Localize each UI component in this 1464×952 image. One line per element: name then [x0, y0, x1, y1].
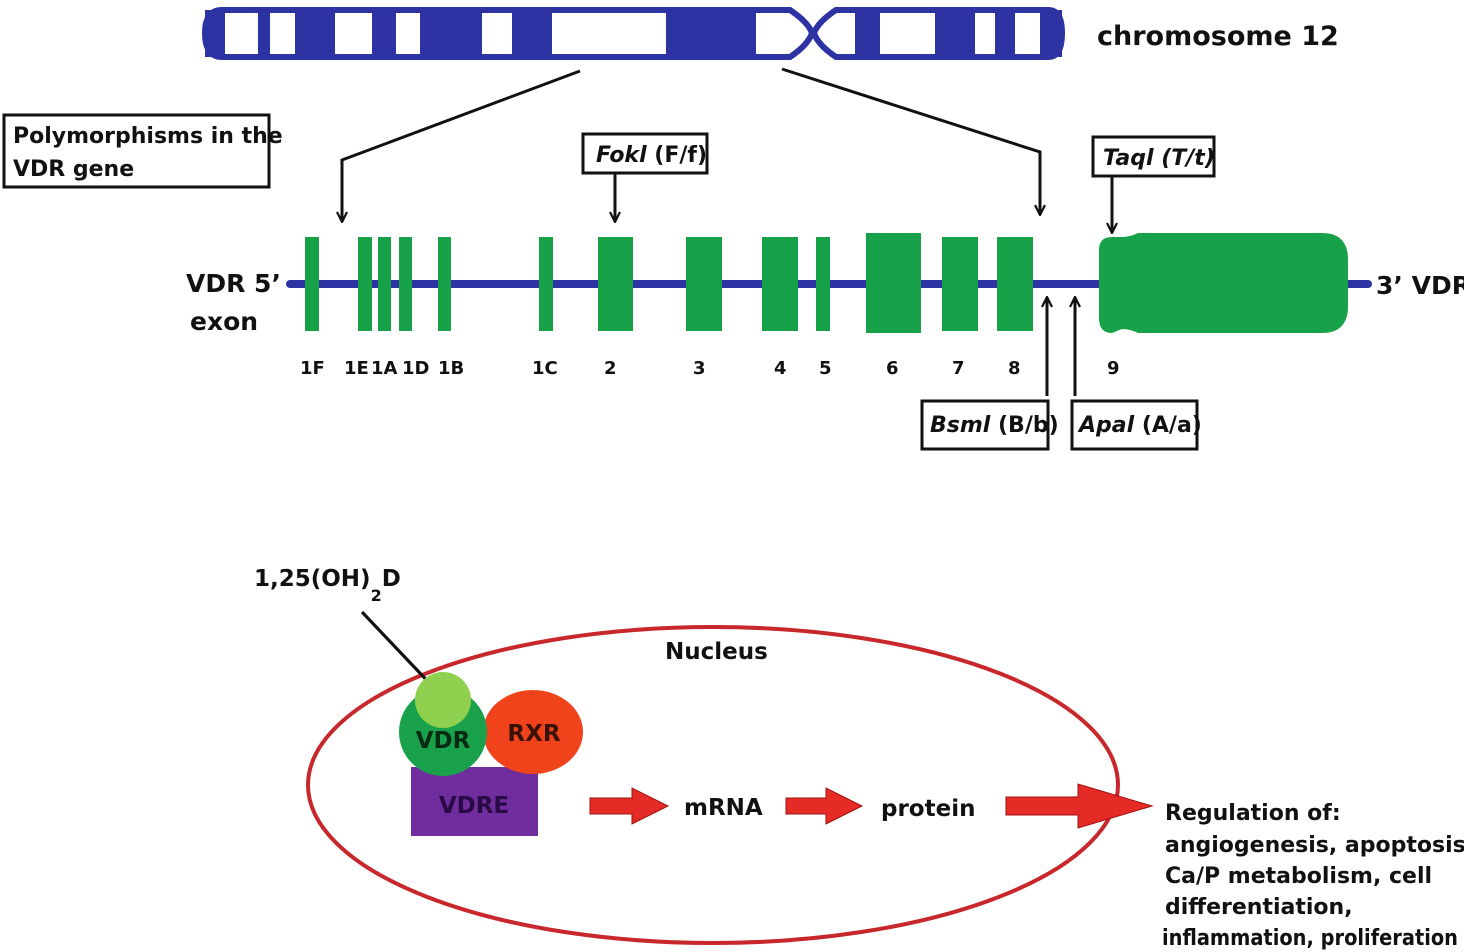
exon-label-1d: 1D — [402, 358, 429, 379]
exon-blocks — [305, 233, 1348, 333]
taql-label: Taql (T/t) — [1103, 146, 1215, 171]
exon-labels: 1F 1E 1A 1D 1B 1C 2 3 4 5 6 7 8 9 — [300, 358, 1120, 379]
taql-callout: Taql (T/t) — [1091, 135, 1216, 233]
nucleus-outline — [306, 625, 1120, 945]
exon-label-7: 7 — [952, 358, 965, 379]
exon-7-block — [942, 237, 978, 331]
exon-label-1b: 1B — [438, 358, 464, 379]
mrna-label: mRNA — [684, 795, 763, 821]
exon-1c-block — [539, 237, 553, 331]
polymorphisms-box-line1: Polymorphisms in the — [13, 124, 283, 149]
exon-label-8: 8 — [1008, 358, 1021, 379]
arrow-to-mrna — [589, 787, 670, 825]
exon-1a-block — [378, 237, 391, 331]
exon-1b-block — [438, 237, 451, 331]
regulation-line-2: angiogenesis, apoptosis, — [1165, 833, 1464, 858]
exon-6-block — [866, 233, 921, 333]
exon-label-5: 5 — [819, 358, 832, 379]
exon-4-block — [762, 237, 798, 331]
exon-1f-block — [305, 237, 319, 331]
taql-box — [1091, 135, 1216, 178]
exon-label-1e: 1E — [344, 358, 369, 379]
polymorphisms-box-frame — [2, 113, 271, 189]
exon-label-1f: 1F — [300, 358, 325, 379]
vdre-box — [411, 767, 538, 836]
exon-label-9: 9 — [1107, 358, 1120, 379]
apal-box — [1070, 399, 1199, 451]
exon-3-block — [686, 237, 722, 331]
rxr-node — [483, 690, 583, 774]
chromosome-bands — [205, 10, 1062, 57]
exon-label-1a: 1A — [371, 358, 398, 379]
exon-label-3: 3 — [693, 358, 706, 379]
bsml-box — [920, 399, 1050, 451]
regulation-line-5: inflammation, proliferation — [1162, 926, 1458, 951]
rxr-label: RXR — [507, 721, 560, 747]
regulation-line-4: differentiation, — [1165, 895, 1353, 920]
exon-9-block — [1099, 233, 1348, 333]
fokl-box — [581, 132, 709, 175]
exon-label-2: 2 — [604, 358, 617, 379]
ligand-arrow — [360, 610, 436, 690]
apal-callout: Apal (A/a) — [1070, 297, 1202, 451]
exon-1d-block — [399, 237, 412, 331]
bsml-label: Bsml (B/b) — [930, 413, 1059, 438]
ligand-label: 1,25(OH)2D — [254, 566, 401, 605]
vdre-label: VDRE — [439, 793, 509, 819]
ligand-node — [415, 672, 471, 728]
bsml-callout: Bsml (B/b) — [920, 297, 1059, 451]
apal-label: Apal (A/a) — [1077, 413, 1202, 438]
zoom-line-right — [781, 67, 1040, 215]
fokl-callout: Fokl (F/f) — [581, 132, 709, 222]
chromosome-label: chromosome 12 — [1097, 21, 1339, 52]
vdr-gene: VDR 5’ exon 3’ VDR 1F 1E 1A 1D 1B 1C 2 3… — [186, 233, 1464, 379]
exon-2-block — [598, 237, 633, 331]
exon-label-1c: 1C — [532, 358, 558, 379]
vdr-label: VDR — [416, 728, 471, 754]
polymorphisms-box: Polymorphisms in the VDR gene — [2, 113, 283, 189]
gene-left-label-line1: VDR 5’ — [186, 269, 281, 298]
exon-label-4: 4 — [774, 358, 787, 379]
arrow-to-protein — [785, 787, 864, 825]
regulation-text: Regulation of: angiogenesis, apoptosis, … — [1162, 801, 1464, 951]
exon-8-block — [997, 237, 1033, 331]
exon-label-6: 6 — [886, 358, 899, 379]
fokl-label: Fokl (F/f) — [596, 143, 707, 168]
zoom-line-left — [342, 69, 581, 222]
gene-right-label: 3’ VDR — [1376, 271, 1464, 300]
exon-5-block — [816, 237, 830, 331]
exon-1e-block — [358, 237, 372, 331]
nucleus-label: Nucleus — [665, 639, 768, 665]
regulation-line-1: Regulation of: — [1165, 801, 1341, 826]
pathway: Nucleus 1,25(OH)2D VDRE RXR VDR mRNA pro… — [254, 566, 1464, 951]
arrow-to-regulation — [1005, 783, 1154, 829]
protein-label: protein — [881, 796, 975, 822]
chromosome-12: chromosome 12 — [201, 7, 1339, 60]
gene-left-label-line2: exon — [190, 307, 258, 336]
regulation-line-3: Ca/P metabolism, cell — [1165, 864, 1432, 889]
polymorphisms-box-line2: VDR gene — [13, 157, 134, 182]
zoom-lines — [342, 67, 1040, 222]
